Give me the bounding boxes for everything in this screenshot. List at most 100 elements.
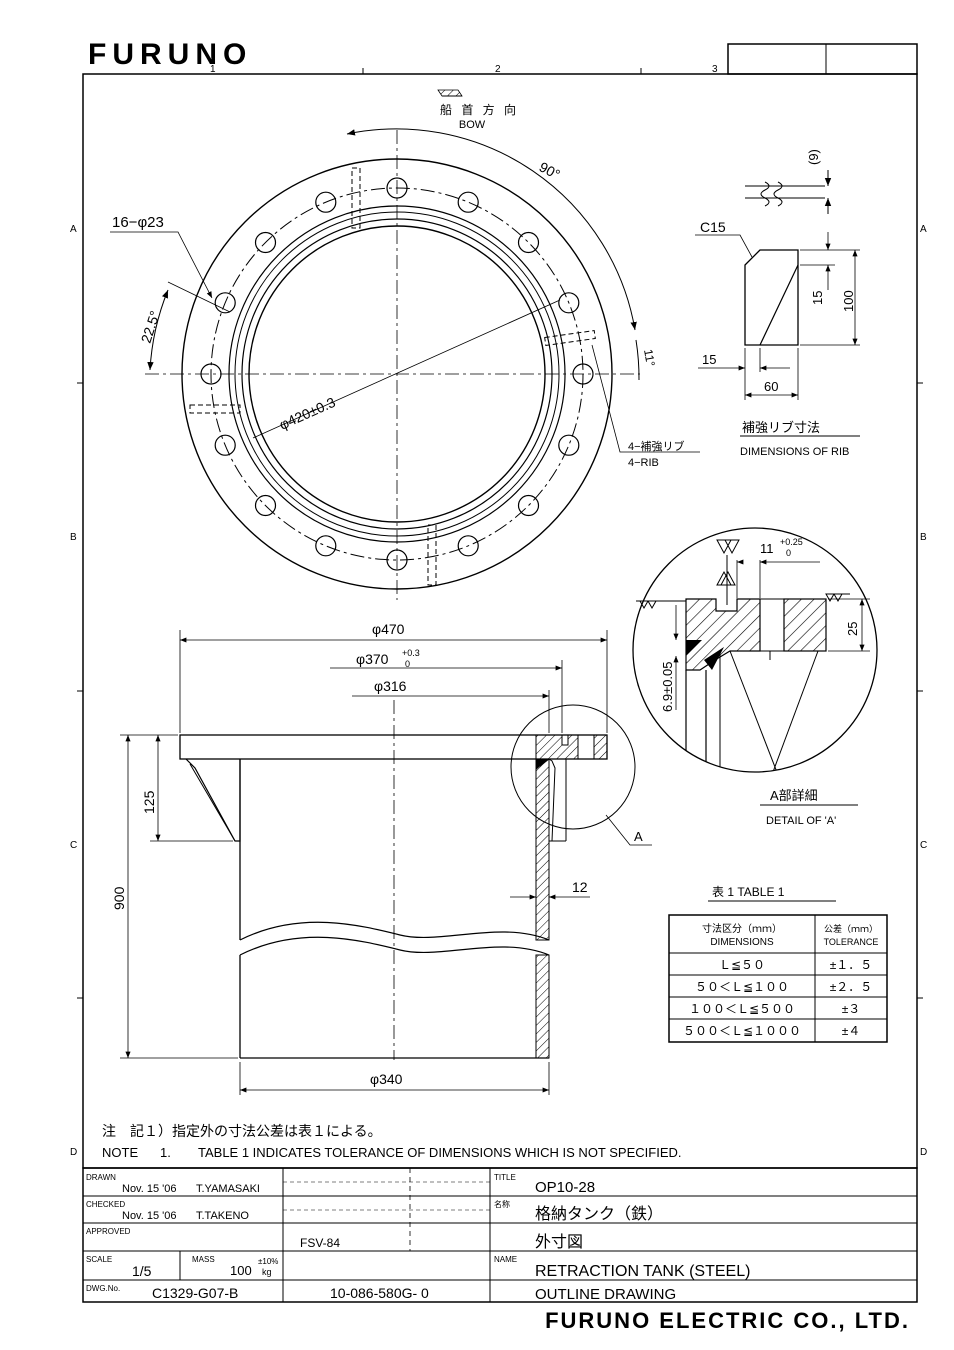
scale-value: 1/5 xyxy=(132,1263,152,1279)
checked-date: Nov. 15 '06 xyxy=(122,1210,176,1222)
diameter-420-label: φ420±0.3 xyxy=(277,394,338,433)
angle-22-label: 22.5° xyxy=(138,309,163,345)
bolt-hole xyxy=(572,363,594,385)
detail-a-circle xyxy=(632,527,878,773)
bow-label-jp: 船 首 方 向 xyxy=(440,102,519,117)
revision-box xyxy=(727,43,918,75)
table1-row4-range: ５００＜Ｌ≦１０００ xyxy=(683,1024,801,1038)
table1-col2-jp: 公差（ｍｍ） xyxy=(824,923,878,934)
bolt-hole xyxy=(254,231,277,254)
table1-row4-tol: ±４ xyxy=(842,1024,861,1038)
zone-row-d-left: D xyxy=(70,1147,77,1158)
brand-logo: FURUNO xyxy=(88,38,252,71)
note-en-number: 1. xyxy=(160,1145,171,1160)
company-name: FURUNO ELECTRIC CO., LTD. xyxy=(545,1308,910,1333)
detail-a-callout-circle xyxy=(510,704,636,830)
bolt-hole xyxy=(386,549,408,571)
zone-row-d-right: D xyxy=(920,1147,927,1158)
table1-title: 表 1 TABLE 1 xyxy=(712,885,785,899)
mass-tolerance: ±10% xyxy=(258,1257,278,1266)
bolt-hole xyxy=(214,292,236,314)
mass-label: MASS xyxy=(192,1255,215,1264)
zone-row-c-left: C xyxy=(70,840,77,851)
checked-label: CHECKED xyxy=(86,1200,125,1209)
bow-direction-arrow xyxy=(437,89,463,97)
angle-90-arc xyxy=(346,128,637,331)
name-jp-2: 外寸図 xyxy=(535,1233,583,1251)
note-en-label: NOTE xyxy=(102,1145,138,1160)
dwg-number: C1329-G07-B xyxy=(152,1285,238,1301)
table1-col1-en: DIMENSIONS xyxy=(710,937,774,948)
checked-by: T.TAKENO xyxy=(196,1210,249,1222)
detail-a-section xyxy=(685,598,827,772)
note-jp: 注 記１）指定外の寸法公差は表１による。 xyxy=(102,1123,382,1139)
bolt-hole xyxy=(200,363,222,385)
table1-row3-range: １００＜Ｌ≦５００ xyxy=(689,1002,795,1016)
detail-a-callout-label: A xyxy=(634,829,643,844)
rib-profile xyxy=(744,249,799,346)
table1-row1-tol: ±１．５ xyxy=(830,958,873,972)
zone-row-b-left: B xyxy=(70,532,77,543)
tank-side-view xyxy=(179,700,608,1060)
title-value: OP10-28 xyxy=(535,1179,595,1196)
detail-a-dim-25: 25 xyxy=(845,622,860,636)
rib-dim-15-horizontal: 15 xyxy=(702,352,716,367)
dim-d316: φ316 xyxy=(374,678,407,694)
bow-label-en: BOW xyxy=(459,119,486,131)
rib-dim-15-vertical: 15 xyxy=(810,291,825,305)
rib-dim-60: 60 xyxy=(764,379,778,394)
reference-number: FSV-84 xyxy=(300,1236,340,1250)
rib-gap-detail xyxy=(745,170,832,214)
dim-d370: φ370 xyxy=(356,651,389,667)
angle-90-label: 90° xyxy=(537,159,563,183)
rib-title-jp: 補強リブ寸法 xyxy=(742,420,820,435)
title-block xyxy=(82,1167,918,1303)
bolt-hole xyxy=(457,191,479,213)
table1-row2-range: ５０＜Ｌ≦１００ xyxy=(695,980,789,994)
detail-a-dim-69: 6.9±0.05 xyxy=(660,661,675,712)
table1-col2-en: TOLERANCE xyxy=(824,937,879,947)
detail-a-title-en: DETAIL OF 'A' xyxy=(766,815,836,827)
drawn-date: Nov. 15 '06 xyxy=(122,1183,176,1195)
surface-finish-marks xyxy=(636,539,850,610)
flange-top-view xyxy=(145,130,640,600)
zone-row-b-right: B xyxy=(920,532,927,543)
name-en-2: OUTLINE DRAWING xyxy=(535,1286,676,1303)
rib-count-en: 4−RIB xyxy=(628,457,659,469)
zone-col-1: 1 xyxy=(210,64,216,75)
table1-col1-jp: 寸法区分（ｍｍ） xyxy=(702,922,782,935)
name-en: RETRACTION TANK (STEEL) xyxy=(535,1263,750,1280)
part-number: 10-086-580G- 0 xyxy=(330,1285,429,1301)
note-en-text: TABLE 1 INDICATES TOLERANCE OF DIMENSION… xyxy=(198,1145,682,1160)
bolt-hole xyxy=(315,191,337,213)
angle-22-arc xyxy=(147,289,169,371)
detail-a-title-jp: A部詳細 xyxy=(770,788,818,803)
rib-count-jp: 4−補強リブ xyxy=(628,439,685,453)
dim-t12: 12 xyxy=(572,879,588,895)
bolt-hole xyxy=(315,535,337,557)
table1-row3-tol: ±３ xyxy=(842,1002,861,1016)
name-label: NAME xyxy=(494,1255,517,1264)
dim-d370-tol-up: +0.3 xyxy=(402,648,420,658)
drawn-label: DRAWN xyxy=(86,1173,116,1182)
table1-row2-tol: ±２．５ xyxy=(830,980,873,994)
bolt-hole xyxy=(254,494,277,517)
zone-row-a-left: A xyxy=(70,224,77,235)
table1-row1-range: Ｌ≦５０ xyxy=(719,958,765,972)
bolt-hole xyxy=(517,231,540,254)
dim-h125: 125 xyxy=(141,790,157,814)
zone-row-a-right: A xyxy=(920,224,927,235)
detail-a-dim-11-tol-lo: 0 xyxy=(786,548,791,558)
zone-col-2: 2 xyxy=(495,64,501,75)
bolt-hole xyxy=(558,434,580,456)
mass-value: 100 xyxy=(230,1263,252,1278)
name-jp: 格納タンク（鉄） xyxy=(535,1205,663,1223)
dim-d470: φ470 xyxy=(372,621,405,637)
dwg-number-label: DWG.No. xyxy=(86,1284,120,1293)
dim-d370-tol-lo: 0 xyxy=(405,659,410,669)
flange-section-small xyxy=(535,734,608,770)
angle-11-label: 11° xyxy=(641,348,658,368)
rib-title-en: DIMENSIONS OF RIB xyxy=(740,446,849,458)
rib-chamfer-label: C15 xyxy=(700,219,726,235)
